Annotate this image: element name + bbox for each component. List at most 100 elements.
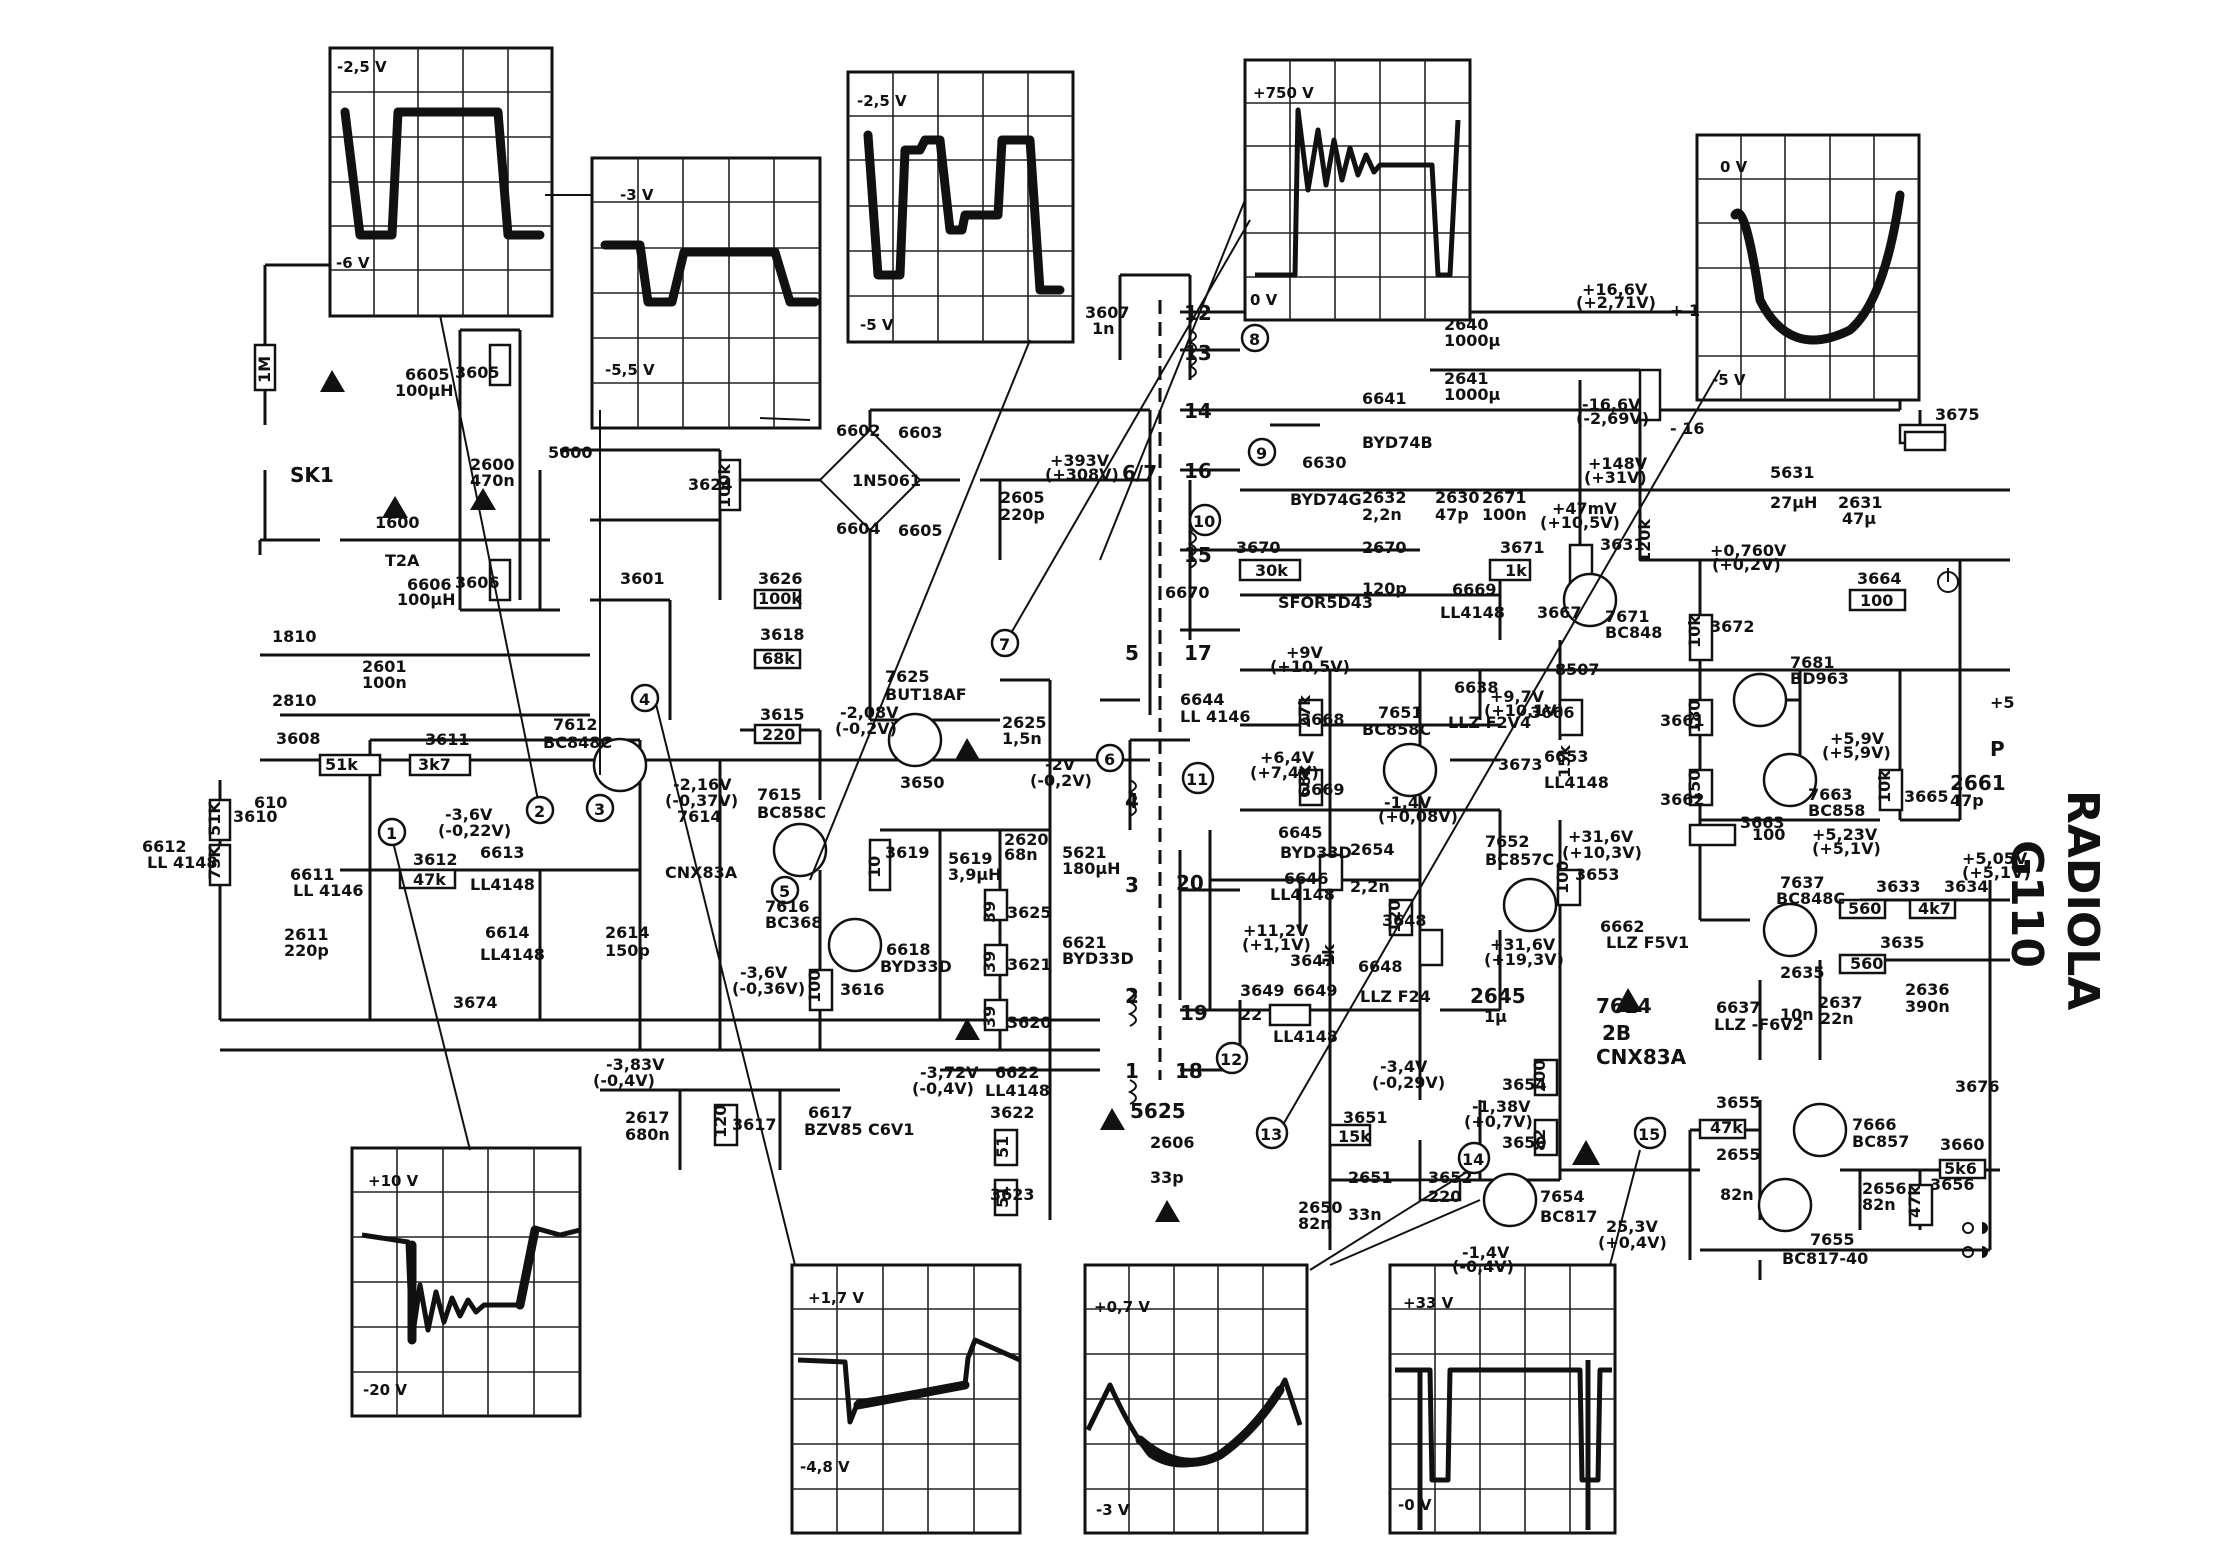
svg-text:7614: 7614 [677, 807, 722, 826]
svg-text:7625: 7625 [885, 667, 930, 686]
svg-text:3665: 3665 [1904, 787, 1949, 806]
svg-text:120: 120 [1385, 900, 1404, 933]
svg-text:3623: 3623 [990, 1185, 1035, 1204]
svg-text:(+0,4V): (+0,4V) [1598, 1233, 1667, 1252]
svg-text:3611: 3611 [425, 730, 470, 749]
scope-panel-3: -3 V -5,5 V [590, 156, 822, 430]
svg-text:BYD74B: BYD74B [1362, 433, 1433, 452]
svg-text:(+5,1V): (+5,1V) [1812, 839, 1881, 858]
svg-text:100k: 100k [758, 589, 802, 608]
pin-20: 20 [1176, 871, 1204, 895]
svg-text:150p: 150p [605, 941, 650, 960]
svg-text:3676: 3676 [1955, 1077, 2000, 1096]
svg-text:+393V: +393V [1050, 451, 1110, 470]
transistors [592, 572, 1848, 1233]
svg-text:82n: 82n [1720, 1185, 1754, 1204]
svg-text:3607: 3607 [1085, 303, 1130, 322]
pin-6-7: 6/7 [1122, 461, 1157, 485]
svg-text:3617: 3617 [732, 1115, 777, 1134]
svg-text:3674: 3674 [453, 993, 498, 1012]
svg-text:6622: 6622 [995, 1063, 1040, 1082]
svg-text:3669: 3669 [1300, 780, 1345, 799]
svg-text:3621: 3621 [1007, 955, 1052, 974]
power-icon [1937, 568, 1959, 593]
svg-text:T2A: T2A [385, 551, 420, 570]
svg-text:47k: 47k [1905, 1185, 1924, 1218]
svg-text:-3,72V: -3,72V [920, 1063, 979, 1082]
svg-text:6612: 6612 [142, 837, 187, 856]
svg-text:30k: 30k [1255, 561, 1288, 580]
svg-text:7666: 7666 [1852, 1115, 1897, 1134]
svg-text:3660: 3660 [1940, 1135, 1985, 1154]
svg-text:100: 100 [1860, 591, 1893, 610]
scope-1-bottom-label: -20 V [363, 1381, 407, 1399]
scope-2-bottom-label: -6 V [336, 254, 370, 272]
scope-panel-7: +750 V 0 V [1243, 58, 1472, 322]
svg-text:BZV85 C6V1: BZV85 C6V1 [804, 1120, 914, 1139]
svg-text:10k: 10k [1685, 615, 1704, 648]
svg-text:2600: 2600 [470, 455, 515, 474]
svg-text:6602: 6602 [836, 421, 881, 440]
svg-text:3648: 3648 [1382, 911, 1427, 930]
svg-text:+6,4V: +6,4V [1260, 748, 1315, 767]
scope-leaders [389, 194, 1721, 1271]
svg-text:1N5061: 1N5061 [852, 471, 921, 490]
svg-text:2,2n: 2,2n [1362, 505, 1402, 524]
svg-text:82n: 82n [1298, 1214, 1332, 1233]
svg-text:3667: 3667 [1537, 603, 1582, 622]
svg-text:6645: 6645 [1278, 823, 1323, 842]
svg-text:2617: 2617 [625, 1108, 670, 1127]
svg-text:LL 4146: LL 4146 [293, 881, 364, 900]
svg-text:3626: 3626 [758, 569, 803, 588]
svg-text:3647: 3647 [1290, 951, 1335, 970]
svg-text:51: 51 [993, 1136, 1012, 1158]
svg-text:1,5n: 1,5n [1002, 729, 1042, 748]
svg-text:2601: 2601 [362, 657, 407, 676]
svg-text:100µH: 100µH [397, 590, 456, 609]
pin-15: 15 [1184, 543, 1212, 567]
svg-text:5k6: 5k6 [1944, 1159, 1977, 1178]
svg-text:7: 7 [999, 635, 1010, 654]
svg-text:+5: +5 [1990, 693, 2015, 712]
pin-3: 3 [1125, 873, 1139, 897]
test-point-2: 2 [525, 795, 555, 825]
svg-text:3631: 3631 [1600, 535, 1645, 554]
svg-text:1: 1 [386, 824, 397, 843]
scope-panel-6: +0,7 V -3 V [1083, 1263, 1309, 1535]
svg-text:2611: 2611 [284, 925, 329, 944]
svg-text:5625: 5625 [1130, 1099, 1186, 1123]
svg-text:610: 610 [254, 793, 287, 812]
svg-text:(-0,37V): (-0,37V) [665, 791, 738, 810]
svg-text:6646: 6646 [1284, 869, 1329, 888]
svg-text:LL 4148: LL 4148 [147, 853, 218, 872]
scope-2-top-label: -2,5 V [337, 58, 387, 76]
svg-text:3612: 3612 [413, 850, 458, 869]
svg-text:15k: 15k [1555, 745, 1574, 778]
test-point-10: 10 [1188, 503, 1222, 537]
test-point-12: 12 [1215, 1041, 1249, 1075]
svg-text:+5,23V: +5,23V [1812, 825, 1878, 844]
svg-text:3625: 3625 [1007, 903, 1052, 922]
svg-text:BYD33D: BYD33D [880, 957, 952, 976]
svg-text:(-2,69V): (-2,69V) [1576, 409, 1649, 428]
svg-text:2810: 2810 [272, 691, 317, 710]
svg-text:2661: 2661 [1950, 771, 2006, 795]
svg-text:(-0,29V): (-0,29V) [1372, 1073, 1445, 1092]
title-block: RADIOLA G110 [2001, 790, 2108, 1010]
svg-text:6637: 6637 [1716, 998, 1761, 1017]
edge-p: P [1990, 737, 2005, 761]
svg-text:7637: 7637 [1780, 873, 1825, 892]
svg-text:+11,2V: +11,2V [1243, 921, 1309, 940]
svg-text:3671: 3671 [1500, 538, 1545, 557]
svg-text:3653: 3653 [1575, 865, 1620, 884]
svg-text:560: 560 [1850, 954, 1883, 973]
svg-text:6617: 6617 [808, 1103, 853, 1122]
svg-text:220: 220 [1428, 1187, 1461, 1206]
svg-text:BUT18AF: BUT18AF [885, 685, 967, 704]
svg-text:120p: 120p [1362, 579, 1407, 598]
test-point-15: 15 [1633, 1116, 1667, 1150]
svg-text:LLZ F2V4: LLZ F2V4 [1448, 713, 1531, 732]
svg-text:1600: 1600 [375, 513, 420, 532]
scope-8-top-label: 0 V [1720, 158, 1748, 176]
pin-12: 12 [1184, 301, 1212, 325]
